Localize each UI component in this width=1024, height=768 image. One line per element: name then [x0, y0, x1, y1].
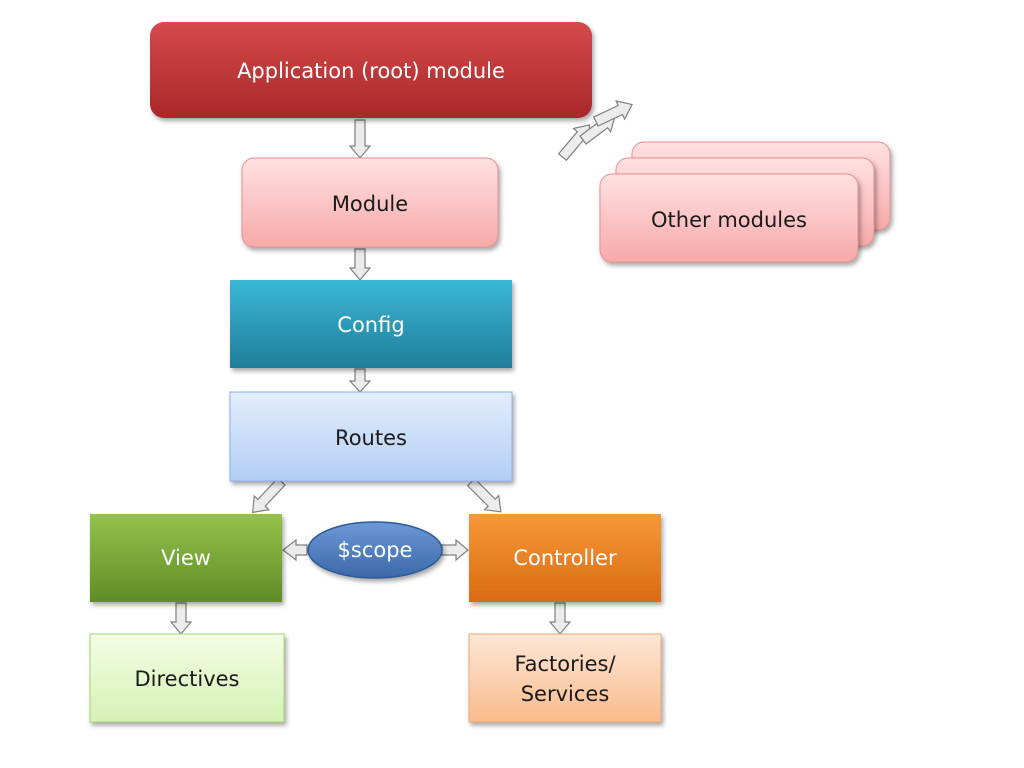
- node-label-view: View: [161, 546, 211, 570]
- node-factories-services: Factories/ Services: [468, 633, 662, 723]
- node-label-factories: Factories/: [514, 652, 616, 676]
- arrow-routes-to-view: [252, 477, 286, 514]
- node-label-controller: Controller: [513, 546, 617, 570]
- node-label-scope: $scope: [338, 538, 413, 562]
- arrow-module-to-config: [348, 248, 372, 281]
- node-label-routes: Routes: [335, 426, 407, 450]
- node-label-services: Services: [521, 682, 610, 706]
- arrow-scope-to-controller: [441, 538, 469, 562]
- node-module: Module: [241, 157, 499, 248]
- arrow-routes-to-controller: [466, 477, 502, 513]
- node-view: View: [90, 514, 282, 602]
- arrow-controller-to-factories: [548, 602, 572, 635]
- node-application-root-module: Application (root) module: [150, 22, 592, 118]
- node-label-application-root: Application (root) module: [237, 59, 505, 83]
- node-routes: Routes: [229, 391, 513, 482]
- node-label-module: Module: [332, 192, 408, 216]
- node-label-directives: Directives: [135, 667, 240, 691]
- node-config: Config: [230, 280, 512, 368]
- node-controller: Controller: [469, 514, 661, 602]
- connector-arrows: [169, 100, 634, 635]
- node-label-config: Config: [337, 313, 404, 337]
- arrow-config-to-routes: [348, 368, 372, 393]
- node-scope: $scope: [307, 521, 443, 579]
- arrow-scope-to-view: [282, 538, 308, 562]
- node-label-other-modules: Other modules: [651, 208, 807, 232]
- node-other-modules: Other modules: [599, 141, 891, 263]
- arrow-view-to-directives: [169, 602, 193, 635]
- arrow-root-to-other-3: [592, 100, 634, 127]
- arrow-root-to-module: [348, 119, 372, 159]
- node-directives: Directives: [89, 633, 285, 723]
